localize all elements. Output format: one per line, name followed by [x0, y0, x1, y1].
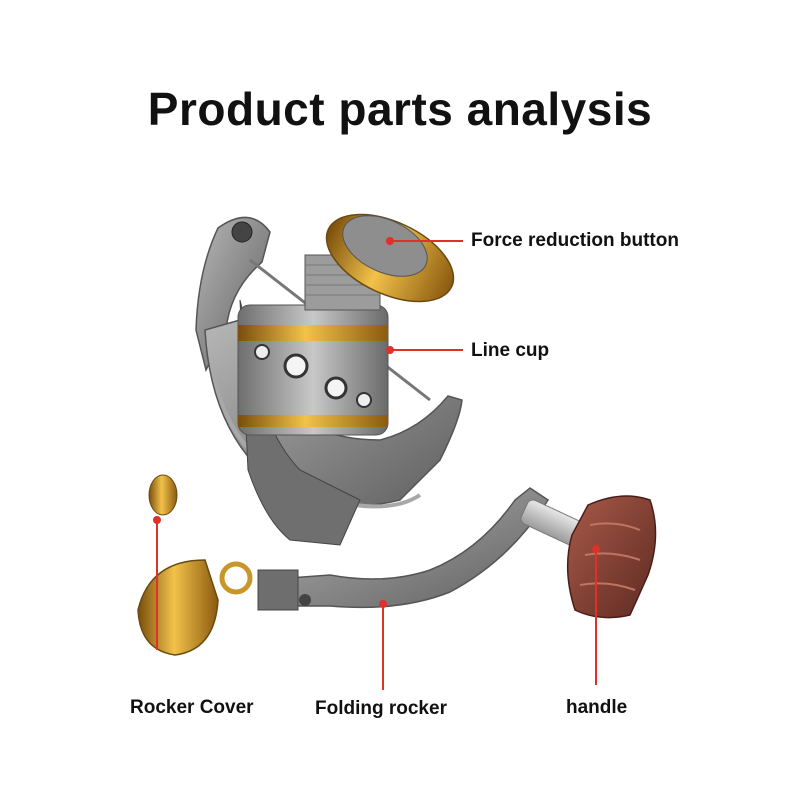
page-title: Product parts analysis — [147, 83, 653, 135]
callout-handle — [592, 545, 600, 685]
folding-rocker-label: Folding rocker — [315, 698, 447, 719]
handle-label: handle — [566, 697, 628, 718]
callout-rocker-cover — [153, 516, 161, 650]
callout-folding-rocker — [379, 600, 387, 690]
handle — [520, 495, 657, 619]
folding-rocker — [219, 487, 550, 611]
rocker-cover-label: Rocker Cover — [130, 697, 254, 718]
force-reduction-button-label: Force reduction button — [471, 230, 679, 251]
callout-force-reduction — [386, 237, 463, 245]
reel-body — [204, 299, 463, 546]
force-reduction-button — [325, 213, 455, 303]
rocker-cover — [137, 474, 219, 656]
callout-line-cup — [386, 346, 463, 354]
line-cup-label: Line cup — [471, 340, 550, 361]
line-cup — [237, 254, 389, 436]
